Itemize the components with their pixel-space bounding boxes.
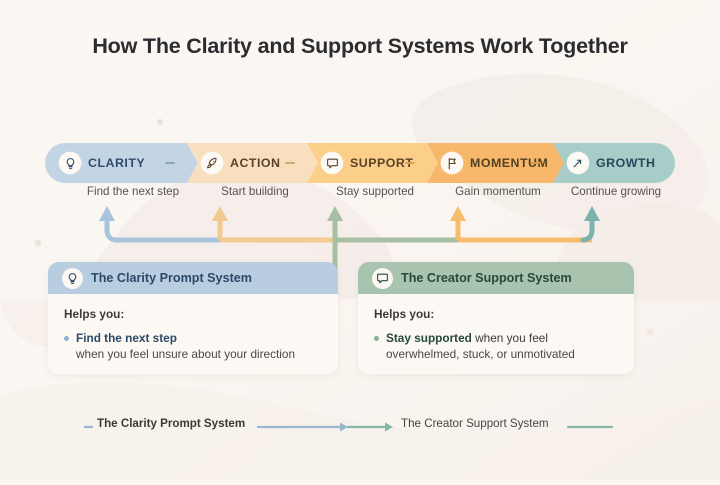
card-clarity-prompt-system[interactable]: The Clarity Prompt System Helps you: Fin…	[48, 262, 338, 374]
page-title: How The Clarity and Support Systems Work…	[92, 34, 628, 58]
pipeline-step-label: SUPPORT	[350, 156, 414, 170]
rocket-icon	[201, 152, 223, 174]
helps-label: Helps you:	[374, 307, 435, 321]
pipeline-step-caption: Find the next step	[86, 185, 180, 198]
connector-arrowhead	[450, 206, 466, 221]
pipeline-step-label: GROWTH	[596, 156, 656, 170]
bullet-dot	[374, 336, 379, 341]
bullet-strong: Stay supported	[386, 331, 472, 345]
bullet-sub: when you feel unsure about your directio…	[76, 347, 296, 361]
pipeline-step-support[interactable]: SUPPORT	[321, 143, 417, 183]
legend-arrowhead	[385, 422, 393, 432]
legend-label-support: The Creator Support System	[401, 417, 549, 430]
pipeline-bar: CLARITY ACTION SUPPORT MOMENTUM GROWTH	[45, 143, 675, 183]
legend-label-clarity: The Clarity Prompt System	[97, 417, 246, 430]
pipeline-step-growth[interactable]: GROWTH	[567, 143, 665, 183]
bullet-rest: when you feel	[471, 331, 548, 345]
pipeline-step-caption: Start building	[221, 185, 289, 198]
connector-arrowhead	[327, 206, 343, 221]
card-body: Helps you: Stay supported when you feel …	[358, 294, 634, 374]
card-body: Helps you: Find the next step when you f…	[48, 294, 338, 374]
speech-bubble-icon	[321, 152, 343, 174]
pipeline-separator	[165, 162, 175, 164]
speech-bubble-icon	[372, 267, 393, 289]
lightbulb-icon	[59, 152, 81, 174]
pipeline-separator	[405, 162, 415, 164]
connector-arrowhead	[584, 206, 600, 221]
card-header: The Creator Support System	[358, 262, 634, 294]
helps-label: Helps you:	[64, 307, 125, 321]
bullet-sub: overwhelmed, stuck, or unmotivated	[386, 347, 575, 361]
connector-arrowhead	[212, 206, 228, 221]
bullet-item: Find the next step when you feel unsure …	[64, 330, 322, 362]
card-header: The Clarity Prompt System	[48, 262, 338, 294]
pipeline-separator	[285, 162, 295, 164]
card-title: The Clarity Prompt System	[91, 271, 252, 285]
lightbulb-icon	[62, 267, 83, 289]
pipeline-step-label: CLARITY	[88, 156, 146, 170]
connector-elbow-left	[104, 217, 119, 243]
pipeline-step-action[interactable]: ACTION	[201, 143, 297, 183]
pipeline-captions: Find the next step Start building Stay sup…	[45, 185, 675, 203]
card-title: The Creator Support System	[401, 271, 572, 285]
pipeline-step-caption: Continue growing	[570, 185, 662, 198]
pipeline-step-caption: Stay supported	[336, 185, 414, 198]
trend-up-icon	[567, 152, 589, 174]
bullet-strong: Find the next step	[76, 331, 177, 345]
legend-arrowhead	[340, 422, 348, 432]
pipeline-step-label: ACTION	[230, 156, 281, 170]
bullet-dot	[64, 336, 69, 341]
flag-icon	[441, 152, 463, 174]
connector-arrowhead	[99, 206, 115, 221]
bullet-item: Stay supported when you feel overwhelmed…	[374, 330, 618, 362]
pipeline-step-momentum[interactable]: MOMENTUM	[441, 143, 548, 183]
card-creator-support-system[interactable]: The Creator Support System Helps you: St…	[358, 262, 634, 374]
legend: The Clarity Prompt System The Creator Su…	[0, 416, 720, 440]
pipeline-separator	[531, 162, 541, 164]
pipeline-step-clarity[interactable]: CLARITY	[59, 143, 177, 183]
pipeline-step-caption: Gain momentum	[455, 185, 541, 198]
connector-elbow-right	[580, 217, 595, 243]
